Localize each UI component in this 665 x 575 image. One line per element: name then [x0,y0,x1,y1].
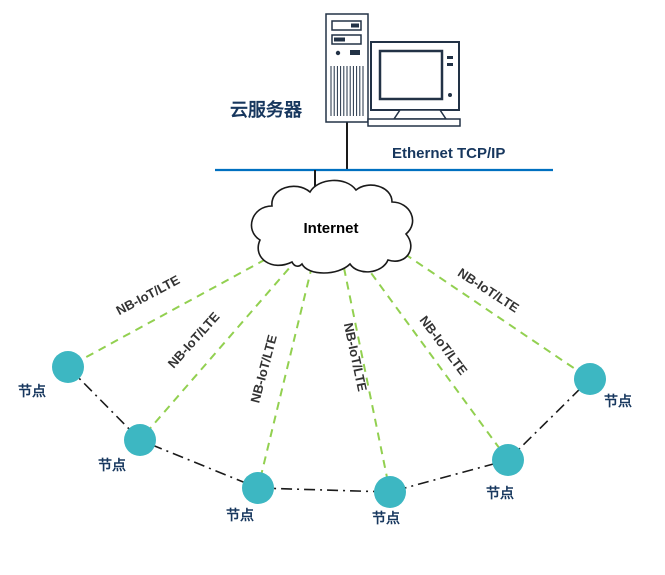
link-label-1: NB-IoT/LTE [114,272,183,318]
monitor-stand [392,109,448,120]
node-label-2: 节点 [98,457,126,473]
wireless-links [67,245,591,493]
link-line-3 [257,265,313,489]
link-line-2 [139,257,299,441]
cloud-shape [250,179,414,274]
tower-drive-slot-2 [334,37,345,42]
node-label-4: 节点 [372,510,400,526]
node-circle-3 [242,472,274,504]
node-mesh-line [67,366,591,493]
node-label-3: 节点 [226,507,254,523]
server-tower-icon [325,13,369,123]
link-line-4 [343,267,391,493]
monitor-power-led [448,93,452,97]
link-label-4: NB-IoT/LTE [341,321,370,393]
internet-cloud: Internet [250,179,414,274]
monitor-control-2 [447,63,453,66]
tower-drive-bay-2 [331,34,362,45]
link-label-2: NB-IoT/LTE [165,309,223,371]
node-circle-6 [574,363,606,395]
tower-drive-bay-1 [331,20,362,31]
cloud-server-label: 云服务器 [230,99,303,120]
link-line-1 [67,245,291,368]
link-label-6: NB-IoT/LTE [455,265,522,316]
node-circle-2 [124,424,156,456]
link-labels: NB-IoT/LTE NB-IoT/LTE NB-IoT/LTE NB-IoT/… [114,265,523,405]
link-line-6 [392,245,591,380]
node-label-6: 节点 [604,393,632,409]
tower-drive-slot-1 [351,23,359,28]
node-label-5: 节点 [486,485,514,501]
node-label-1: 节点 [18,383,46,399]
tower-switch [350,50,360,55]
internet-label: Internet [303,220,358,237]
monitor-control-1 [447,56,453,59]
monitor-icon [367,41,461,127]
tower-vent-grille [330,66,364,116]
link-label-3: NB-IoT/LTE [247,333,280,405]
ethernet-label: Ethernet TCP/IP [392,145,505,162]
tower-power-button [335,50,341,56]
node-circle-5 [492,444,524,476]
monitor-base [367,118,461,127]
node-labels: 节点 节点 节点 节点 节点 节点 [18,383,632,526]
monitor-screen [378,49,444,101]
node-circle-1 [52,351,84,383]
node-circle-4 [374,476,406,508]
sensor-nodes [52,351,606,508]
